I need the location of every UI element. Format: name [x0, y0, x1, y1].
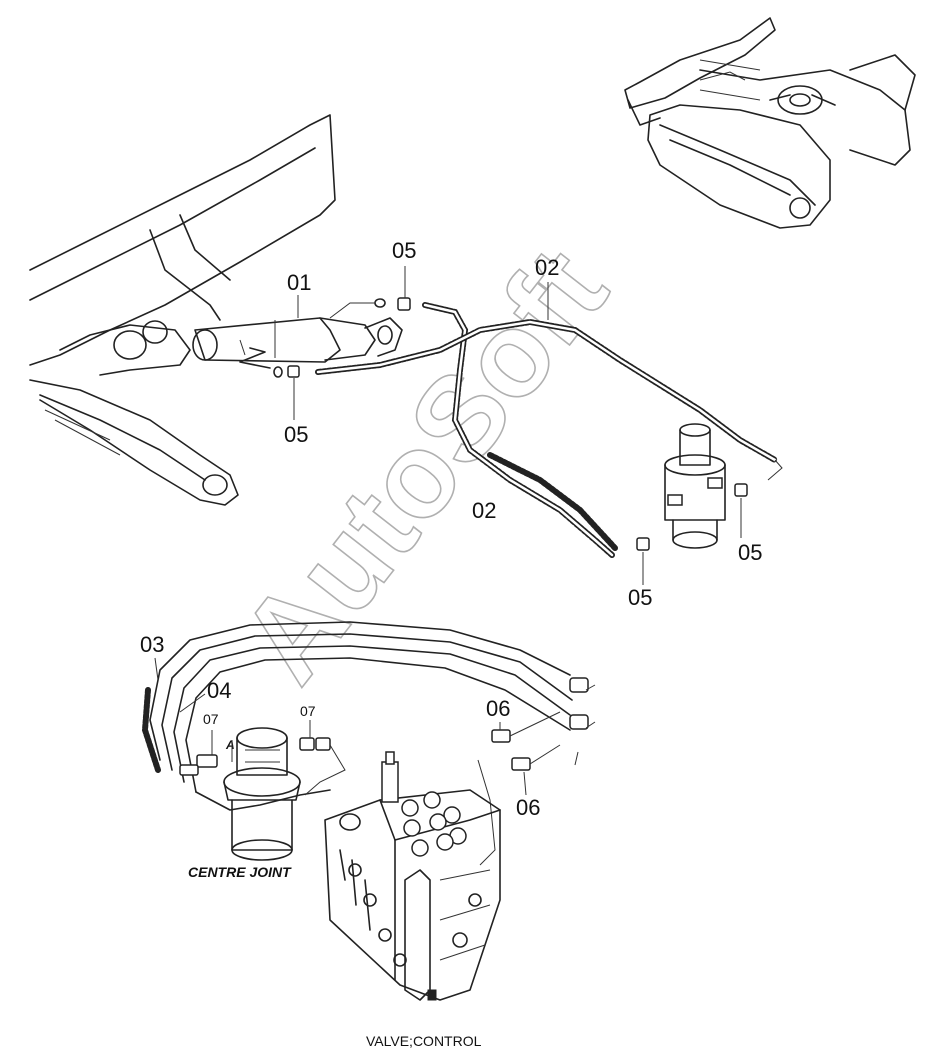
label-05-top: 05: [392, 238, 416, 263]
label-06-bottom: 06: [516, 795, 540, 820]
fitting-05-top: [397, 297, 411, 311]
boom-illustration: [29, 114, 336, 506]
fitting-07-right: [299, 720, 346, 796]
fitting-05-right: [734, 483, 748, 497]
fitting-07-left: [179, 754, 218, 776]
label-02-top: 02: [535, 255, 559, 280]
label-04: 04: [207, 678, 231, 703]
control-valve-illustration: [324, 751, 501, 1001]
machine-overview-illustration: [624, 17, 916, 229]
fitting-06-top: [491, 729, 511, 743]
label-03: 03: [140, 632, 164, 657]
caption-centre-joint: CENTRE JOINT: [188, 864, 292, 880]
caption-control-valve: VALVE;CONTROL: [366, 1033, 482, 1049]
fitting-06-bottom: [511, 757, 531, 771]
label-07-right: 07: [300, 703, 316, 719]
detail-letter-a: A: [225, 738, 235, 752]
label-07-left: 07: [203, 711, 219, 727]
hose-03-04-assembly: [141, 621, 596, 811]
fitting-05-bottom: [636, 537, 650, 551]
label-06-top: 06: [486, 696, 510, 721]
centre-joint-upper: [664, 423, 726, 549]
label-05-bottom: 05: [628, 585, 652, 610]
label-02-mid: 02: [472, 498, 496, 523]
cylinder-01: [192, 298, 403, 378]
hose-02-assembly: [315, 302, 778, 558]
label-05-left: 05: [284, 422, 308, 447]
watermark-text: AutoSoft: [215, 224, 632, 706]
label-05-right: 05: [738, 540, 762, 565]
centre-joint-lower: [223, 727, 301, 861]
fitting-05-left: [287, 365, 300, 378]
label-01: 01: [287, 270, 311, 295]
